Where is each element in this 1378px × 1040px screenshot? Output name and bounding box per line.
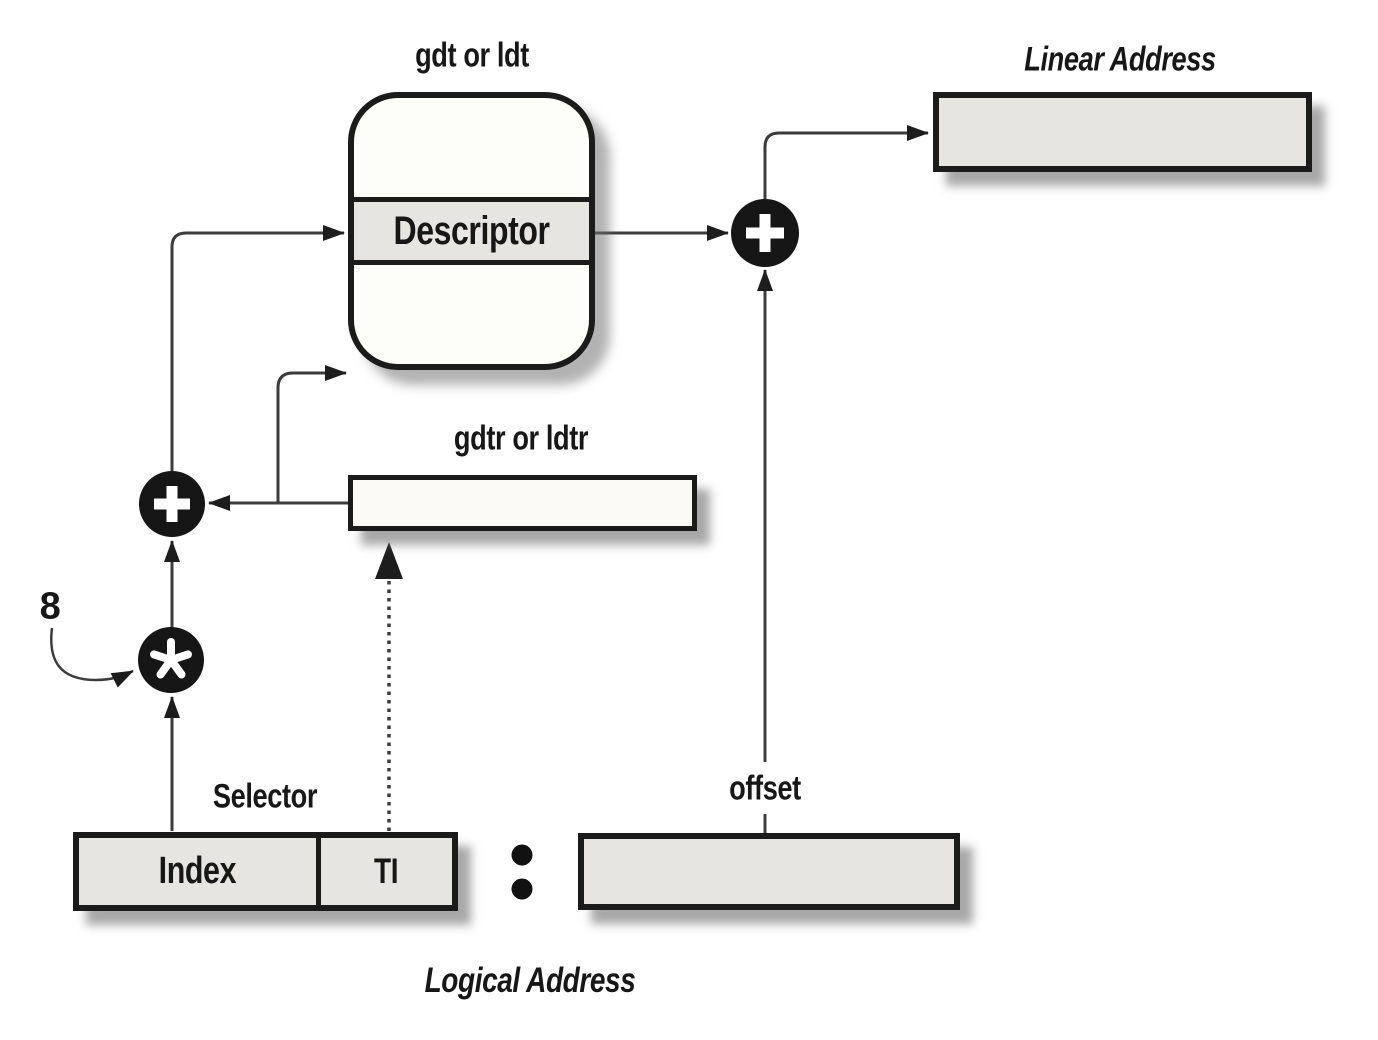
logical-address-label: Logical Address xyxy=(424,961,636,1000)
add-operator-right xyxy=(731,199,799,267)
add-operator-left xyxy=(139,471,205,537)
linear-address-box xyxy=(933,92,1312,172)
selector-label: Selector xyxy=(212,777,318,816)
index-label: Index xyxy=(158,850,237,892)
offset-box xyxy=(578,833,960,910)
gdtr-register-box xyxy=(348,475,697,531)
connector-add-to-linear xyxy=(763,125,929,199)
ti-label: TI xyxy=(374,851,399,891)
connector-gdtr-to-table xyxy=(276,365,347,503)
selector-box: Index TI xyxy=(73,832,458,911)
connector-eight-to-multiply xyxy=(50,627,134,688)
gdtr-register-label: gdtr or ldtr xyxy=(453,419,589,458)
descriptor-table-box: Descriptor xyxy=(348,92,595,370)
descriptor-band: Descriptor xyxy=(354,197,589,265)
multiplier-constant-label: 8 xyxy=(39,585,61,628)
selector-ti-cell: TI xyxy=(316,838,452,905)
linear-address-label: Linear Address xyxy=(1024,40,1216,79)
offset-label: offset xyxy=(729,769,801,808)
colon-separator xyxy=(511,844,533,900)
connector-add-to-descriptor xyxy=(170,225,345,471)
selector-index-cell: Index xyxy=(79,838,316,905)
multiply-operator xyxy=(138,627,204,693)
descriptor-label: Descriptor xyxy=(393,208,550,253)
descriptor-table-label: gdt or ldt xyxy=(415,36,529,75)
